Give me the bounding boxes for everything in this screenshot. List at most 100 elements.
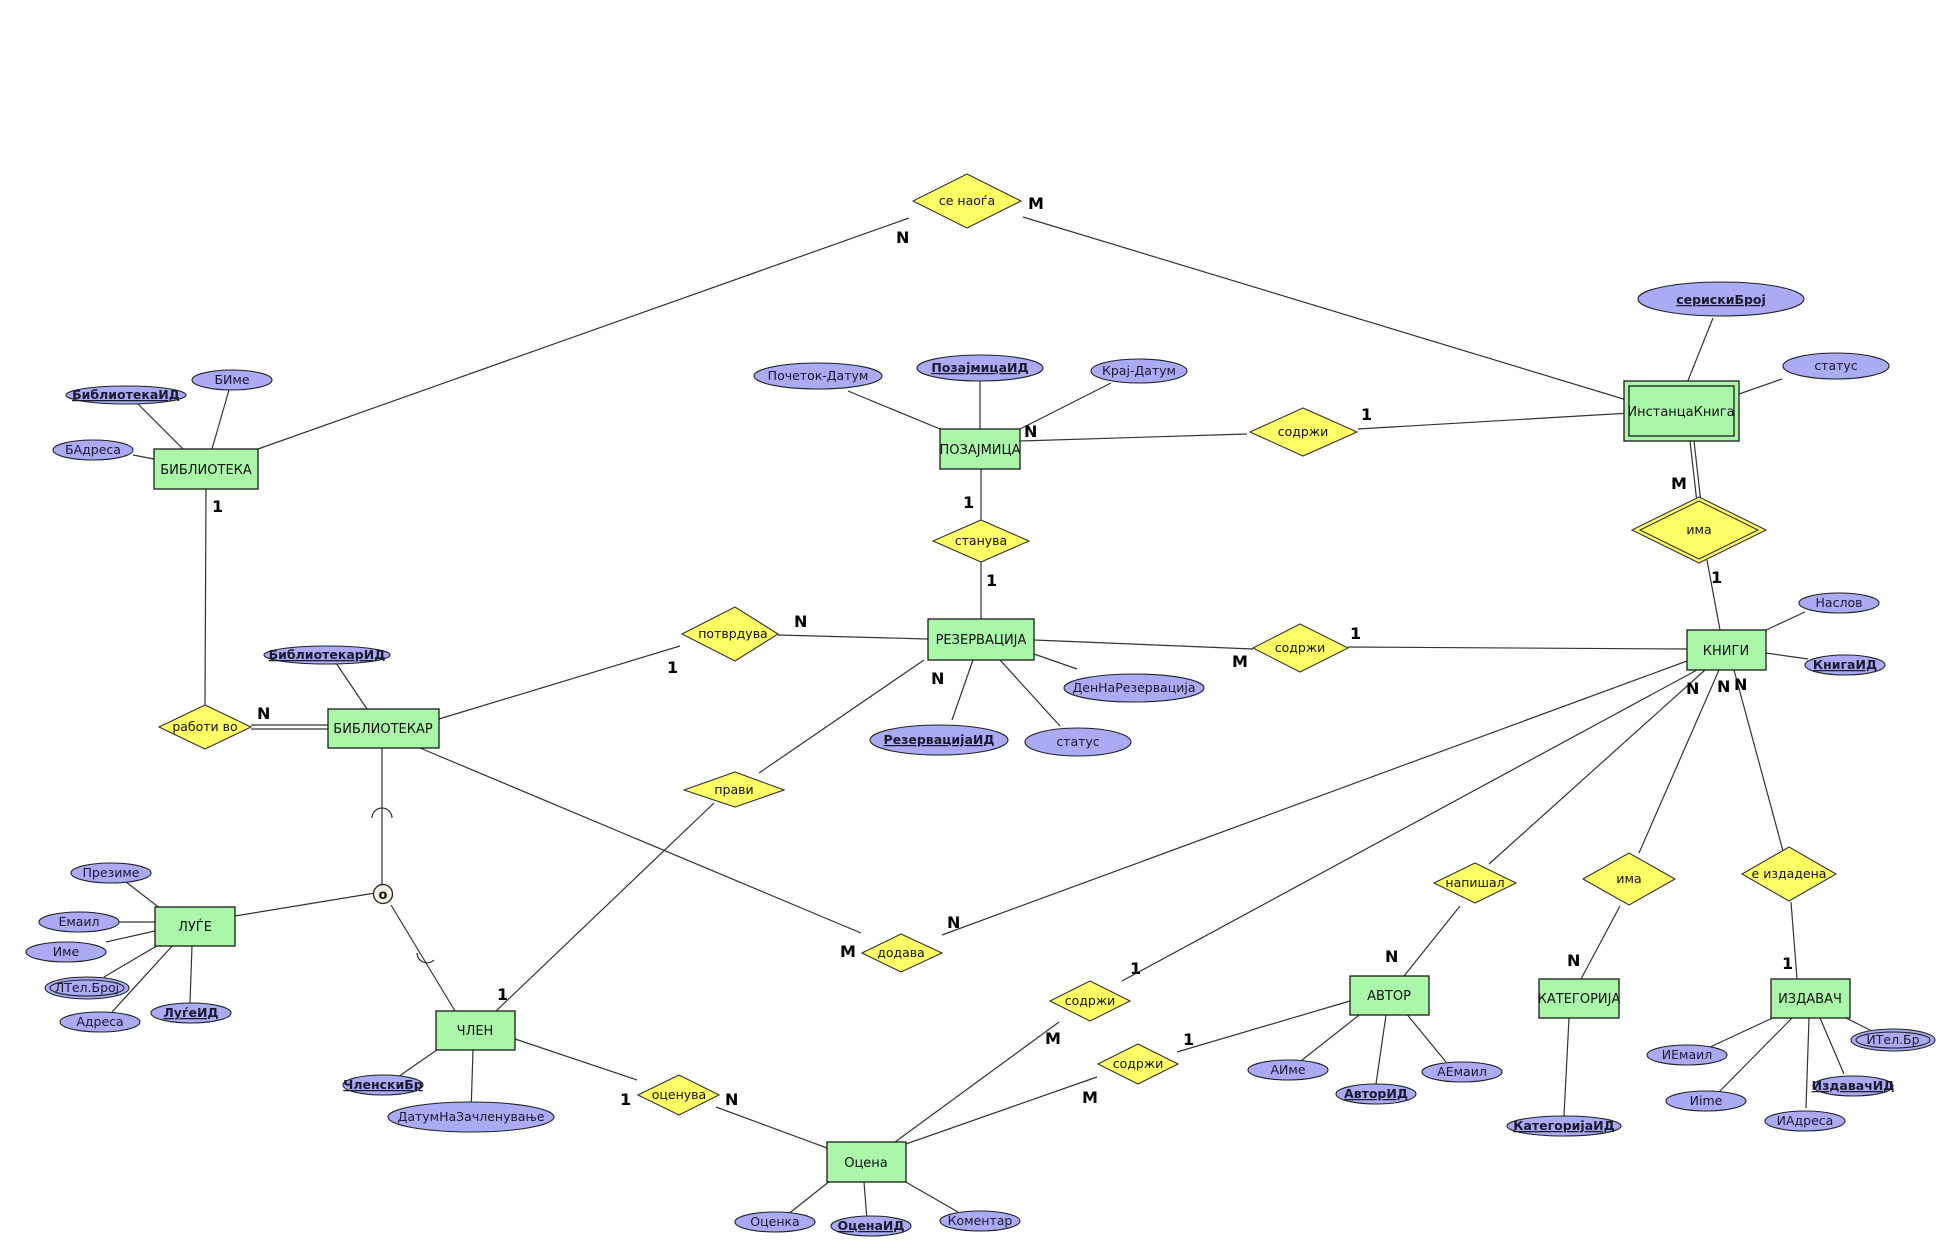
attribute-label: ДатумНаЗачленување (398, 1109, 545, 1124)
attribute-datumzach[interactable]: ДатумНаЗачленување (387, 1101, 555, 1133)
cardinality-label: M (1671, 474, 1687, 493)
attribute-kategorijaid-key[interactable]: КатегоријаИД (1506, 1115, 1622, 1137)
relationship-label: содржи (1065, 993, 1115, 1008)
line-bime (211, 389, 230, 450)
cardinality-label: N (1567, 951, 1580, 970)
line-knigi-izdadena (1733, 669, 1784, 852)
attribute-ocenaid-key[interactable]: ОценаИД (830, 1215, 912, 1237)
entity-biblioteka[interactable]: БИБЛИОТЕКА (153, 448, 259, 490)
relationship-label: оценува (652, 1087, 706, 1102)
attribute-badresa[interactable]: БАдреса (52, 439, 134, 461)
relationship-napishal[interactable]: напишал (1432, 862, 1518, 904)
cardinality-label: 1 (667, 658, 678, 677)
entity-lugje[interactable]: ЛУЃЕ (154, 906, 236, 947)
attribute-iime[interactable]: Иime (1665, 1090, 1747, 1112)
attribute-adresa[interactable]: Адреса (59, 1011, 141, 1033)
entity-instanca-kniga-weak[interactable]: ИнстанцаКнига (1623, 380, 1740, 442)
line-isa-lugje (234, 892, 376, 917)
relationship-ima-kategorija[interactable]: има (1581, 852, 1677, 906)
attribute-naslov[interactable]: Наслов (1798, 592, 1880, 614)
attribute-bime[interactable]: БИме (191, 369, 273, 391)
attribute-serisk-partial-key[interactable]: серискиБрој (1637, 281, 1805, 317)
relationship-e-izdadena[interactable]: е издадена (1740, 846, 1838, 902)
relationship-label: напишал (1445, 875, 1504, 890)
entity-kategorija[interactable]: КАТЕГОРИЈА (1538, 978, 1621, 1019)
relationship-sodrzhi-top[interactable]: содржи (1248, 407, 1359, 457)
attribute-status-rezervacija[interactable]: статус (1024, 727, 1132, 757)
cardinality-label: N (1686, 679, 1699, 698)
line-serisk (1686, 317, 1714, 384)
attribute-label: ДенНаРезервација (1073, 680, 1196, 695)
attribute-pocetok[interactable]: Почеток-Датум (753, 362, 883, 390)
attribute-iadresa[interactable]: ИАдреса (1764, 1110, 1846, 1132)
attribute-ocenka[interactable]: Оценка (734, 1211, 816, 1233)
attribute-denrez[interactable]: ДенНаРезервација (1063, 673, 1205, 703)
relationship-label: содржи (1113, 1056, 1163, 1071)
attribute-email[interactable]: Емаил (38, 911, 120, 933)
attribute-komentar[interactable]: Коментар (939, 1210, 1021, 1232)
relationship-dodava[interactable]: додава (860, 933, 944, 973)
relationship-sodrzhi-low2[interactable]: содржи (1096, 1043, 1180, 1085)
entity-ocena[interactable]: Оцена (826, 1141, 907, 1183)
relationship-label: прави (714, 782, 753, 797)
attribute-bibliotekarid-key[interactable]: БиблиотекарИД (263, 645, 391, 665)
attribute-aime[interactable]: АИме (1247, 1059, 1329, 1081)
attribute-iemail[interactable]: ИЕмаил (1646, 1044, 1728, 1066)
entity-bibliotekar[interactable]: БИБЛИОТЕКАР (327, 708, 440, 749)
relationship-ocenuva[interactable]: оценува (636, 1074, 721, 1116)
entity-izdavach[interactable]: ИЗДАВАЧ (1770, 978, 1851, 1019)
isa-disjoint-circle[interactable]: o (372, 883, 394, 905)
entity-rezervacija[interactable]: РЕЗЕРВАЦИЈА (927, 618, 1035, 661)
line-bibliotekarid (335, 662, 368, 710)
entity-label: БИБЛИОТЕКАР (333, 722, 433, 737)
attribute-lugjeid-key[interactable]: ЛуѓеИД (150, 1002, 232, 1024)
cardinality-label: N (931, 669, 944, 688)
attribute-pozajmicaid-key[interactable]: ПозајмицаИД (916, 354, 1044, 382)
entity-chlen[interactable]: ЧЛЕН (435, 1010, 516, 1051)
attribute-ime[interactable]: Име (25, 941, 107, 963)
relationship-ima-weak[interactable]: има (1630, 496, 1768, 564)
entity-label: РЕЗЕРВАЦИЈА (936, 633, 1027, 648)
attribute-izdavachid-key[interactable]: ИздавачИД (1812, 1075, 1895, 1097)
attribute-label: ИАдреса (1777, 1113, 1834, 1128)
attribute-itel-multivalued[interactable]: ИТел.Бр (1850, 1028, 1936, 1052)
attribute-kraj[interactable]: Крај-Датум (1090, 358, 1188, 384)
attribute-label: Почеток-Датум (768, 368, 869, 383)
relationship-raboti-vo[interactable]: работи во (157, 704, 253, 750)
cardinality-label: N (1024, 422, 1037, 441)
entity-pozajmica[interactable]: ПОЗАЈМИЦА (939, 428, 1021, 470)
attribute-rezervacijaid-key[interactable]: РезервацијаИД (869, 724, 1009, 756)
line-adresa (111, 943, 175, 1013)
attribute-label: АЕмаил (1437, 1064, 1487, 1079)
entities: БИБЛИОТЕКА ИнстанцаКнига ПОЗАЈМИЦА РЕЗЕР… (153, 380, 1851, 1183)
attribute-knigaid-key[interactable]: КнигаИД (1804, 654, 1886, 676)
line-clenskibr (397, 1046, 442, 1078)
relationship-sodrzhi-low1[interactable]: содржи (1048, 980, 1132, 1022)
entity-avtor[interactable]: АВТОР (1349, 975, 1430, 1016)
attribute-clenskibr-key[interactable]: ЧленскиБр (342, 1074, 424, 1096)
relationship-label: станува (955, 533, 1007, 548)
attribute-status-instanca[interactable]: статус (1782, 352, 1890, 380)
line-iime (1717, 1017, 1793, 1094)
line-rezervacijaid (951, 659, 974, 721)
cardinality-label: M (1082, 1088, 1098, 1107)
line-bibliotekaid (136, 402, 184, 450)
relationship-potvrduva[interactable]: потврдува (680, 606, 780, 662)
attribute-prezime[interactable]: Презиме (70, 862, 152, 884)
entity-knigi[interactable]: КНИГИ (1686, 629, 1767, 671)
attribute-label: Оценка (750, 1214, 799, 1229)
attribute-bibliotekaid-key[interactable]: БиблиотекаИД (65, 385, 187, 405)
attribute-avtorid-key[interactable]: АвторИД (1335, 1083, 1417, 1105)
relationship-pravi[interactable]: прави (682, 771, 786, 808)
attribute-label: ИЕмаил (1662, 1047, 1712, 1062)
relationship-sodrzhi-mid[interactable]: содржи (1251, 623, 1350, 673)
line-badresa (132, 454, 155, 460)
line-sodrzhi-low2-ocena (905, 1076, 1098, 1145)
line-lugjeid (189, 945, 193, 1004)
line-sodrzhi-low1-ocena (894, 1021, 1060, 1143)
connectors (103, 216, 1871, 1221)
relationship-stanuva[interactable]: станува (931, 519, 1031, 563)
relationship-se-naogja[interactable]: се наоѓа (911, 173, 1023, 229)
attribute-aemail[interactable]: АЕмаил (1421, 1061, 1503, 1083)
attribute-ltel-multivalued[interactable]: ЛТел.Број (44, 976, 130, 1000)
